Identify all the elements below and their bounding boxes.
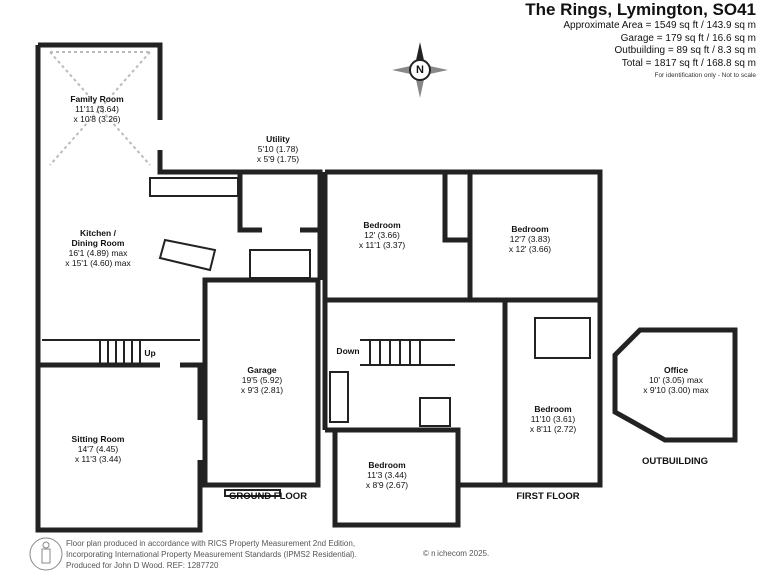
room-bedroom-2: Bedroom 12'7 (3.83) x 12' (3.66) [509, 224, 551, 254]
room-name: Sitting Room [71, 434, 125, 444]
room-dim: x 15'1 (4.60) max [65, 258, 131, 268]
room-name: Office [663, 365, 689, 375]
room-garage: Garage 19'5 (5.92) x 9'3 (2.81) [241, 365, 283, 395]
property-title: The Rings, Lymington, SO41 [525, 0, 756, 19]
room-name: Bedroom [368, 460, 406, 470]
room-bedroom-1: Bedroom 12' (3.66) x 11'1 (3.37) [359, 220, 405, 250]
room-sitting-room: Sitting Room 14'7 (4.45) x 11'3 (3.44) [72, 434, 125, 464]
garage-area: Garage = 179 sq ft / 16.6 sq m [620, 32, 756, 44]
first-floor-label: FIRST FLOOR [516, 491, 580, 502]
ensuite [534, 317, 591, 359]
shower [419, 397, 451, 427]
room-dim: 5'10 (1.78) [257, 144, 299, 154]
room-dim: 11'10 (3.61) [530, 414, 576, 424]
utility-walls [237, 172, 318, 233]
approx-area: Approximate Area = 1549 sq ft / 143.9 sq… [563, 20, 756, 31]
disclaimer: For identification only - Not to scale [654, 72, 756, 79]
first-floor-internal [325, 172, 600, 485]
room-name: Bedroom [363, 220, 401, 230]
room-kitchen-dining: Kitchen / Dining Room 16'1 (4.89) max x … [65, 228, 130, 268]
room-dim: 10' (3.05) max [648, 375, 704, 385]
room-bedroom-4: Bedroom 11'3 (3.44) x 8'9 (2.67) [366, 460, 408, 490]
stairs-ground [42, 339, 200, 366]
ground-floor-label: GROUND FLOOR [228, 491, 308, 502]
room-dim: x 8'9 (2.67) [365, 480, 409, 490]
garage-door [224, 489, 281, 497]
room-dim: x 11'1 (3.37) [358, 240, 406, 250]
room-name: Garage [247, 365, 277, 375]
compass-label: N [416, 64, 424, 76]
header: The Rings, Lymington, SO41 Approximate A… [525, 0, 756, 82]
room-name: Bedroom [511, 224, 549, 234]
bath [329, 371, 349, 423]
family-room-rooflight [49, 51, 152, 166]
stairs-up-label: Up [144, 348, 156, 358]
room-dim: 11'3 (3.44) [367, 470, 407, 480]
room-dim: x 9'10 (3.00) max [643, 385, 709, 395]
room-name: Kitchen / [80, 228, 116, 238]
room-dim: x 12' (3.66) [508, 244, 552, 254]
outbuilding-area: Outbuilding = 89 sq ft / 8.3 sq m [614, 45, 756, 56]
stairs-down-label: Down [336, 346, 360, 356]
room-name: Utility [266, 134, 290, 144]
outbuilding-walls [612, 327, 738, 443]
stairs-first [360, 339, 455, 366]
room-dim: x 5'9 (1.75) [256, 154, 300, 164]
room-dim: x 10'8 (3.26) [73, 114, 121, 124]
footer-line: Floor plan produced in accordance with R… [66, 539, 356, 548]
outbuilding-label: OUTBUILDING [642, 456, 708, 467]
room-bedroom-3: Bedroom 11'10 (3.61) x 8'11 (2.72) [530, 404, 576, 434]
room-name: Dining Room [71, 238, 125, 248]
room-dim: x 9'3 (2.81) [240, 385, 284, 395]
room-dim: 16'1 (4.89) max [68, 248, 128, 258]
room-dim: 14'7 (4.45) [77, 444, 119, 454]
copyright: © n ichecom 2025. [423, 549, 490, 558]
person-icon [29, 537, 63, 571]
room-dim: x 8'11 (2.72) [529, 424, 577, 434]
compass-icon [392, 42, 448, 98]
room-dim: 12' (3.66) [364, 230, 400, 240]
footer-notes: Floor plan produced in accordance with R… [66, 538, 357, 571]
footer-line: Incorporating International Property Mea… [66, 550, 357, 559]
room-dim: x 11'3 (3.44) [74, 454, 122, 464]
room-name: Family Room [70, 94, 124, 104]
sitting-room-walls [38, 362, 203, 485]
footer-line: Produced for John D Wood. REF: 1287720 [66, 561, 219, 570]
room-dim: 19'5 (5.92) [241, 375, 283, 385]
room-name: Bedroom [534, 404, 572, 414]
room-family-room: Family Room 11'11 (3.64) x 10'8 (3.26) [70, 94, 123, 124]
room-dim: 12'7 (3.83) [509, 234, 551, 244]
room-utility: Utility 5'10 (1.78) x 5'9 (1.75) [257, 134, 299, 164]
wc [249, 249, 311, 279]
total-area: Total = 1817 sq ft / 168.8 sq m [621, 57, 756, 69]
room-dim: 11'11 (3.64) [75, 104, 119, 114]
kitchen-worktop [149, 177, 239, 272]
room-office: Office 10' (3.05) max x 9'10 (3.00) max [643, 365, 708, 395]
